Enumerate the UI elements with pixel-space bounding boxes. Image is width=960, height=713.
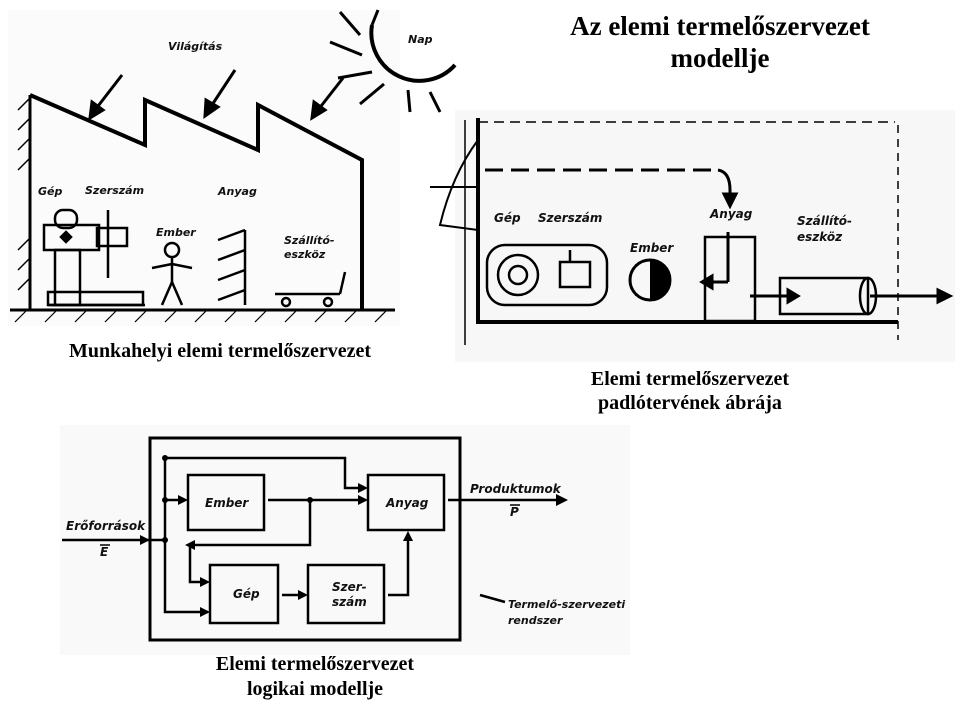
fp-label-machine: Gép bbox=[494, 211, 521, 225]
floorplan-transport bbox=[778, 276, 878, 316]
label-tool: Szerszám bbox=[85, 184, 144, 197]
workplace-floor-hatching bbox=[14, 309, 388, 323]
block-material-label: Anyag bbox=[385, 496, 429, 510]
block-machine bbox=[208, 563, 280, 625]
transport-cart bbox=[275, 271, 347, 308]
person-sketch bbox=[151, 241, 193, 306]
floorplan-flow-arrows bbox=[699, 232, 954, 305]
label-machine: Gép bbox=[38, 185, 62, 198]
system-label-1: Termelő-szervezeti bbox=[508, 598, 625, 611]
logical-paper bbox=[60, 425, 630, 655]
floorplan-machine bbox=[485, 243, 609, 307]
block-material bbox=[366, 473, 446, 532]
block-machine-label: Gép bbox=[233, 587, 260, 601]
machine-sketch bbox=[42, 208, 145, 307]
floorplan-caption-line1: Elemi termelőszervezet bbox=[590, 368, 790, 390]
label-lighting: Világítás bbox=[168, 40, 223, 53]
system-boundary bbox=[148, 436, 462, 642]
workplace-paper bbox=[8, 10, 400, 326]
block-person-label: Ember bbox=[205, 496, 249, 510]
floorplan-paper bbox=[455, 110, 955, 362]
workplace-sawtooth-roof bbox=[29, 93, 364, 310]
logical-junction-dots bbox=[162, 455, 313, 543]
label-sun: Nap bbox=[408, 33, 433, 46]
workplace-wall-hatching bbox=[17, 97, 31, 291]
block-tool-label-1: Szer- bbox=[332, 580, 367, 594]
material-shelf bbox=[217, 228, 247, 305]
workplace-caption: Munkahelyi elemi termelőszervezet bbox=[68, 340, 372, 362]
floorplan-walls bbox=[476, 118, 898, 324]
block-tool-label-2: szám bbox=[332, 595, 367, 609]
logical-caption-line2: logikai modellje bbox=[246, 678, 384, 700]
resources-vector: E bbox=[100, 545, 109, 559]
system-label-2: rendszer bbox=[508, 614, 563, 627]
fp-label-material: Anyag bbox=[709, 207, 753, 221]
material-route bbox=[485, 168, 739, 210]
floorplan-door bbox=[430, 139, 479, 231]
label-material: Anyag bbox=[217, 185, 257, 198]
logical-arrowheads bbox=[140, 483, 568, 617]
resources-label: Erőforrások bbox=[66, 519, 146, 533]
floorplan-material-box bbox=[703, 235, 757, 323]
products-label: Produktumok bbox=[470, 482, 562, 496]
block-person bbox=[186, 473, 266, 532]
label-transport-2: eszköz bbox=[284, 248, 326, 261]
page-title-line2: modellje bbox=[670, 43, 770, 74]
products-vector: P bbox=[510, 505, 519, 519]
logical-caption: Elemi termelőszervezet logikai modellje bbox=[160, 652, 470, 702]
page-title-line1: Az elemi termelőszervezet bbox=[570, 11, 870, 41]
floorplan-caption-line2: padlótervének ábrája bbox=[598, 391, 782, 414]
label-transport-1: Szállító- bbox=[284, 234, 334, 247]
label-person: Ember bbox=[156, 226, 196, 239]
floorplan-caption: Elemi termelőszervezet padlótervének ábr… bbox=[530, 368, 850, 415]
fp-label-tool: Szerszám bbox=[538, 211, 602, 225]
logical-connections bbox=[62, 456, 560, 614]
fp-label-transport-1: Szállító- bbox=[797, 214, 852, 228]
fp-label-person: Ember bbox=[630, 241, 674, 255]
block-tool bbox=[306, 563, 386, 625]
page-title: Az elemi termelőszervezet modellje bbox=[500, 10, 940, 75]
fp-label-transport-2: eszköz bbox=[797, 230, 843, 244]
light-arrows bbox=[88, 69, 345, 121]
floorplan-person bbox=[628, 258, 672, 302]
sun-icon bbox=[329, 9, 457, 113]
logical-caption-line1: Elemi termelőszervezet bbox=[215, 653, 415, 675]
